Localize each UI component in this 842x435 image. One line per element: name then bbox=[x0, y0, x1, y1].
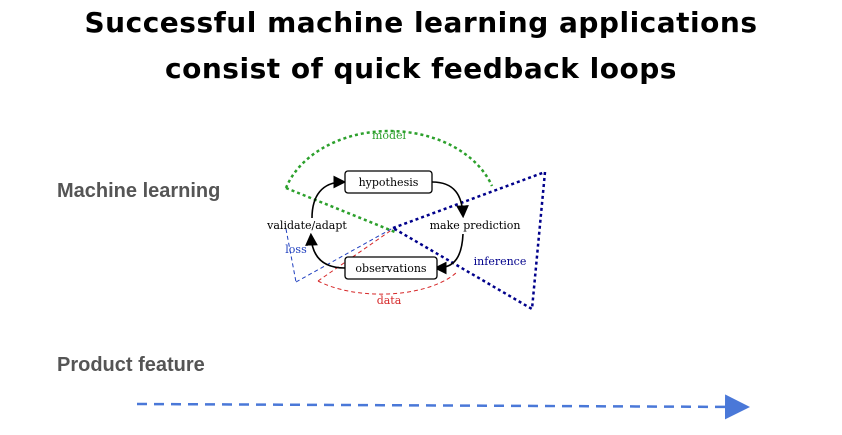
validate-adapt-label: validate/adapt bbox=[266, 219, 347, 232]
inference-region bbox=[392, 170, 547, 312]
data-label: data bbox=[377, 294, 402, 307]
loss-region-arc bbox=[285, 228, 297, 283]
product-feature-arrow bbox=[136, 394, 750, 420]
data-region-edge bbox=[317, 228, 394, 282]
loss-region-edge bbox=[295, 227, 394, 283]
model-label: model bbox=[372, 129, 407, 142]
hypothesis-label: hypothesis bbox=[359, 176, 419, 189]
make-prediction-label: make prediction bbox=[430, 219, 521, 232]
observations-box bbox=[344, 256, 438, 280]
model-region-edge bbox=[285, 186, 396, 234]
page-title-line-2: consist of quick feedback loops bbox=[165, 52, 677, 85]
product-feature-label: Product feature bbox=[57, 354, 205, 376]
model-region-arc bbox=[284, 129, 494, 189]
arrow-predict-to-observations bbox=[433, 233, 464, 275]
arrow-hypothesis-to-predict bbox=[431, 181, 469, 219]
arrow-validate-to-hypothesis bbox=[311, 175, 347, 219]
inference-label: inference bbox=[474, 255, 527, 268]
loss-label: loss bbox=[285, 243, 307, 256]
arrow-observations-to-validate bbox=[305, 232, 346, 269]
page-title-line-1: Successful machine learning applications bbox=[84, 6, 758, 39]
machine-learning-label: Machine learning bbox=[57, 180, 221, 202]
hypothesis-box bbox=[344, 170, 433, 194]
observations-label: observations bbox=[355, 262, 426, 275]
